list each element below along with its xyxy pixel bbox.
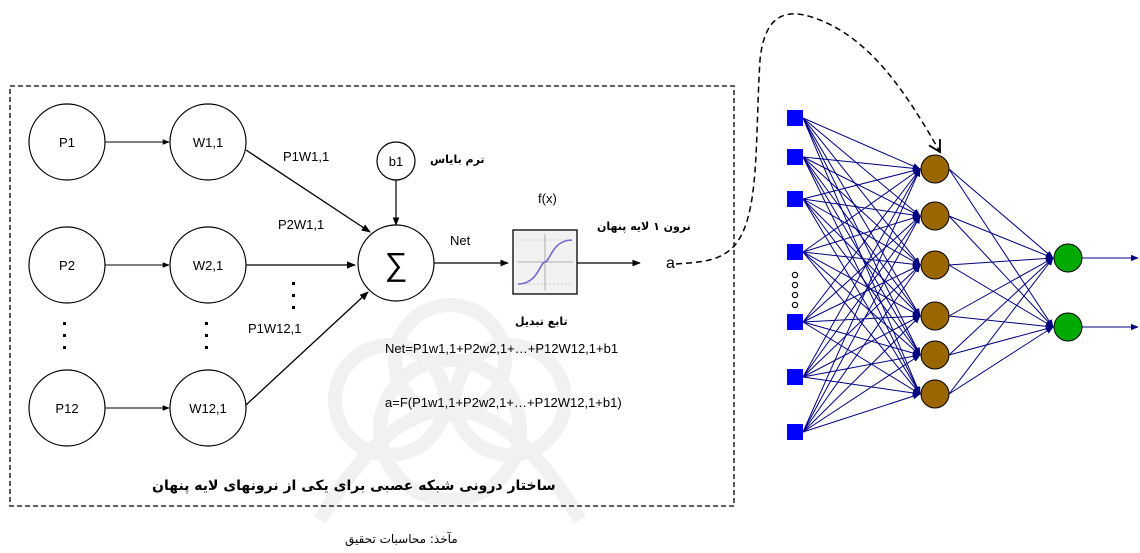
input-layer-node	[787, 191, 803, 207]
output-layer-node	[1053, 243, 1083, 273]
input-label-p2: P2	[59, 258, 75, 273]
connection-input-hidden	[802, 168, 921, 378]
net-formula: Net=P1w1,1+P2w2,1+…+P12W12,1+b1	[385, 341, 618, 356]
dashed-link-arrow	[675, 13, 941, 265]
connection-input-hidden	[802, 215, 921, 253]
connection-input-hidden	[802, 215, 921, 323]
input-label-p12: P12	[55, 401, 78, 416]
connection-input-hidden	[802, 117, 921, 170]
connection-input-hidden	[802, 353, 921, 378]
sigma-symbol: ∑	[385, 246, 408, 282]
source-caption: مآخذ: محاسبات تحقیق	[345, 531, 458, 547]
net-label: Net	[450, 233, 471, 248]
connection-input-hidden	[802, 156, 921, 395]
weight-label-w121: W12,1	[189, 401, 227, 416]
connection-hidden-output	[948, 215, 1054, 328]
connection-input-hidden	[802, 321, 921, 395]
connection-input-hidden	[802, 315, 921, 378]
connection-input-hidden	[802, 264, 921, 378]
hidden-layer-node	[920, 154, 950, 184]
input-layer-node	[787, 244, 803, 260]
connection-input-hidden	[802, 215, 921, 433]
connection-input-hidden	[802, 251, 921, 317]
hidden-layer-node	[920, 201, 950, 231]
weight-label-w11: W1,1	[193, 135, 223, 150]
input-layer-node	[787, 110, 803, 126]
connection-input-hidden	[802, 168, 921, 323]
connection-hidden-output	[948, 168, 1054, 328]
hidden-layer-node	[920, 301, 950, 331]
connection-input-hidden	[802, 198, 921, 317]
connection-hidden-output	[948, 257, 1054, 317]
connection-input-hidden	[802, 156, 921, 317]
connection-input-hidden	[802, 313, 921, 323]
output-formula: a=F(P1w1,1+P2w2,1+…+P12W12,1+b1)	[385, 395, 622, 410]
bias-label: b1	[389, 154, 403, 169]
transfer-fx-label: f(x)	[538, 191, 557, 206]
arrow-w121-sum	[245, 291, 369, 406]
connection-input-hidden	[802, 264, 921, 323]
product-label-p1w11: P1W1,1	[283, 149, 329, 164]
connection-hidden-output	[948, 257, 1054, 356]
input-label-p1: P1	[59, 135, 75, 150]
hidden-layer-node	[920, 340, 950, 370]
hidden-layer-node	[920, 250, 950, 280]
hidden-layer-node	[920, 379, 950, 409]
connection-input-hidden	[802, 198, 921, 266]
connection-input-hidden	[802, 156, 921, 356]
weight-node-w121	[169, 369, 247, 447]
box-title: ساختار درونی شبکه عصبی برای یکی از نرونه…	[152, 478, 556, 494]
product-label-p2w11: P2W1,1	[278, 217, 324, 232]
product-label-p1w121: P1W12,1	[248, 321, 301, 336]
hidden-neuron-label: نرون ۱ لایه پنهان	[597, 220, 691, 233]
connection-input-hidden	[802, 167, 921, 200]
neuron-structure-frame	[9, 85, 735, 507]
connection-input-hidden	[802, 251, 921, 356]
connection-hidden-output	[948, 326, 1054, 395]
connection-input-hidden	[802, 198, 921, 356]
connection-input-hidden	[802, 156, 921, 217]
input-layer-node	[787, 149, 803, 165]
ellipsis-dots	[63, 282, 295, 349]
bias-term-label: ترم بایاس	[430, 153, 485, 166]
connection-input-hidden	[802, 315, 921, 433]
connection-hidden-output	[948, 264, 1054, 328]
connection-hidden-output	[948, 315, 1054, 330]
output-layer-node	[1053, 312, 1083, 342]
arrow-w11-sum	[245, 149, 371, 233]
connection-input-hidden	[802, 156, 921, 172]
connection-hidden-output	[948, 168, 1054, 259]
watermark-emblem	[313, 298, 587, 524]
connection-hidden-output	[948, 215, 1054, 259]
output-a-label: a	[666, 255, 675, 272]
connection-input-hidden	[802, 264, 921, 433]
connection-hidden-output	[948, 257, 1054, 395]
network-nodes	[787, 110, 1083, 440]
weight-node-w11	[169, 103, 247, 181]
connection-input-hidden	[802, 376, 921, 397]
input-layer-node	[787, 314, 803, 330]
connection-input-hidden	[802, 251, 921, 268]
input-layer-node	[787, 369, 803, 385]
input-ellipsis	[791, 271, 799, 309]
transfer-function-label: تابع تبدیل	[515, 315, 568, 328]
transfer-function-box	[512, 229, 578, 295]
connection-input-hidden	[802, 117, 921, 217]
connection-input-hidden	[802, 321, 921, 357]
connection-input-hidden	[802, 117, 921, 266]
connection-input-hidden	[802, 354, 921, 433]
input-layer-node	[787, 424, 803, 440]
network-connections	[802, 117, 1139, 433]
connection-hidden-output	[948, 325, 1054, 356]
connection-input-hidden	[802, 393, 921, 433]
connection-input-hidden	[802, 168, 921, 433]
weight-label-w21: W2,1	[193, 258, 223, 273]
connection-input-hidden	[802, 168, 921, 253]
connection-input-hidden	[802, 215, 921, 378]
connection-hidden-output	[948, 255, 1054, 266]
